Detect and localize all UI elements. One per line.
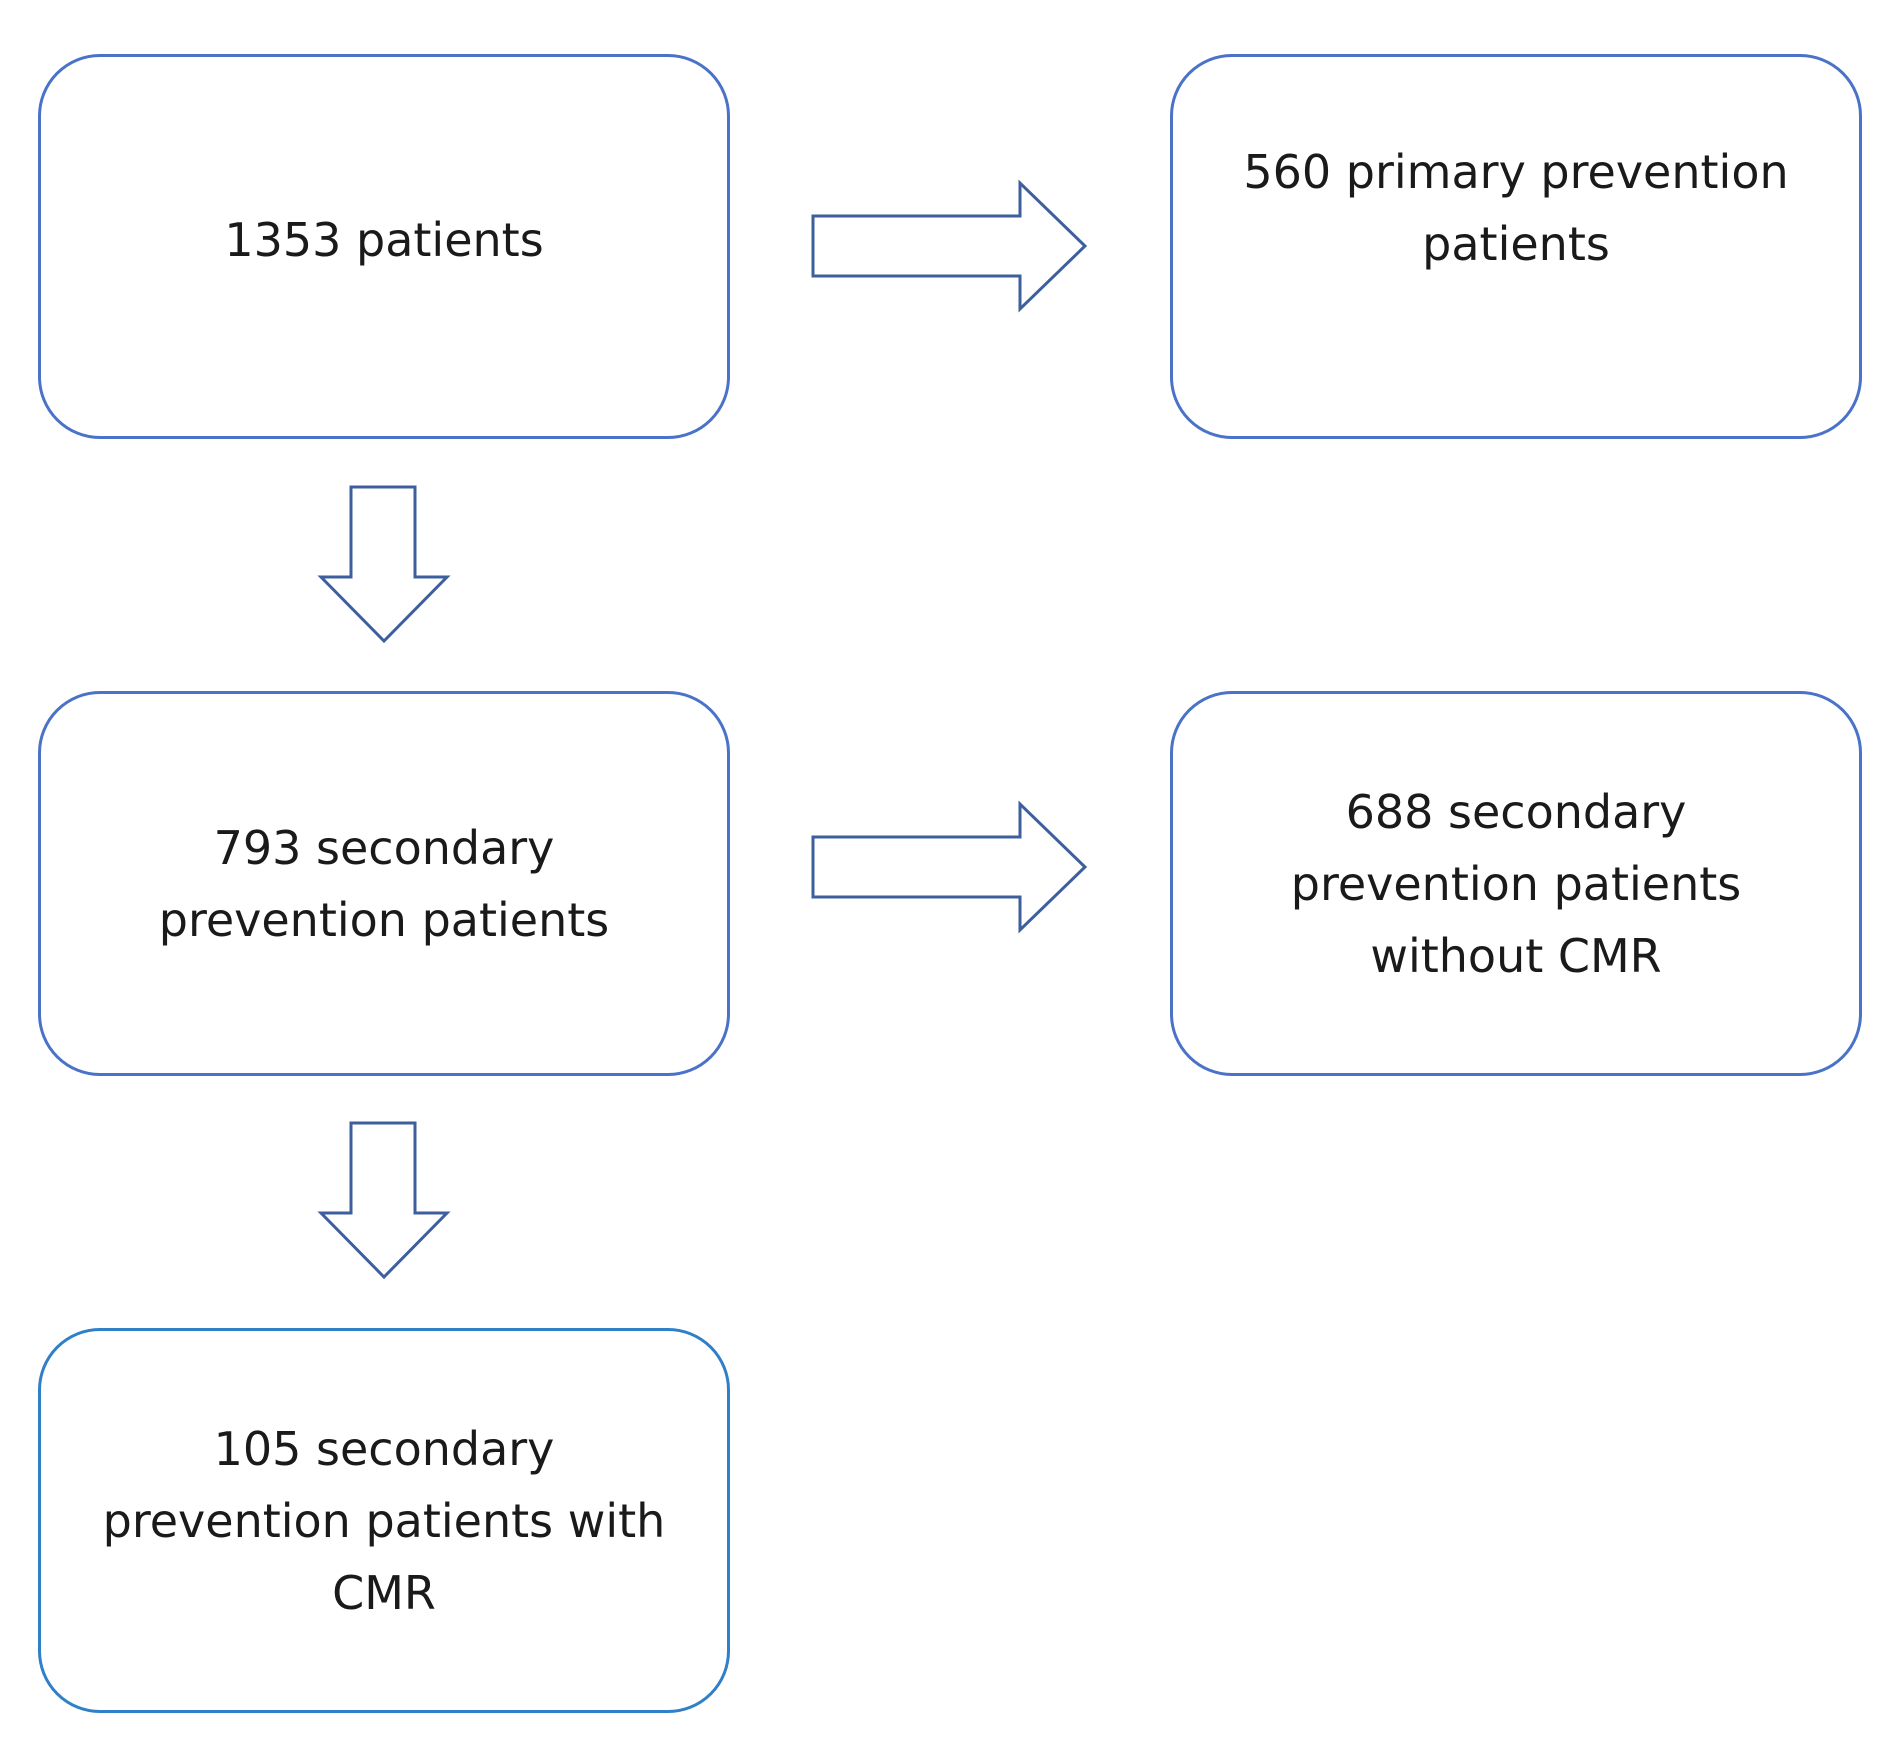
arrow-down-secondary-to-with-cmr	[317, 1121, 451, 1280]
node-without-cmr: 688 secondary prevention patients withou…	[1170, 691, 1862, 1076]
node-secondary-prevention: 793 secondary prevention patients	[38, 691, 730, 1076]
node-with-cmr: 105 secondary prevention patients with C…	[38, 1328, 730, 1713]
node-total-patients: 1353 patients	[38, 54, 730, 439]
arrow-right-total-to-primary	[811, 179, 1088, 313]
node-primary-prevention-label: 560 primary prevention patients	[1243, 144, 1789, 271]
node-total-patients-label: 1353 patients	[224, 212, 544, 267]
arrow-down-total-to-secondary	[317, 485, 451, 644]
node-without-cmr-label: 688 secondary prevention patients withou…	[1290, 784, 1742, 983]
node-secondary-prevention-label: 793 secondary prevention patients	[158, 820, 610, 947]
arrow-right-secondary-to-without-cmr	[811, 800, 1088, 934]
node-primary-prevention: 560 primary prevention patients	[1170, 54, 1862, 439]
node-with-cmr-label: 105 secondary prevention patients with C…	[102, 1421, 666, 1620]
